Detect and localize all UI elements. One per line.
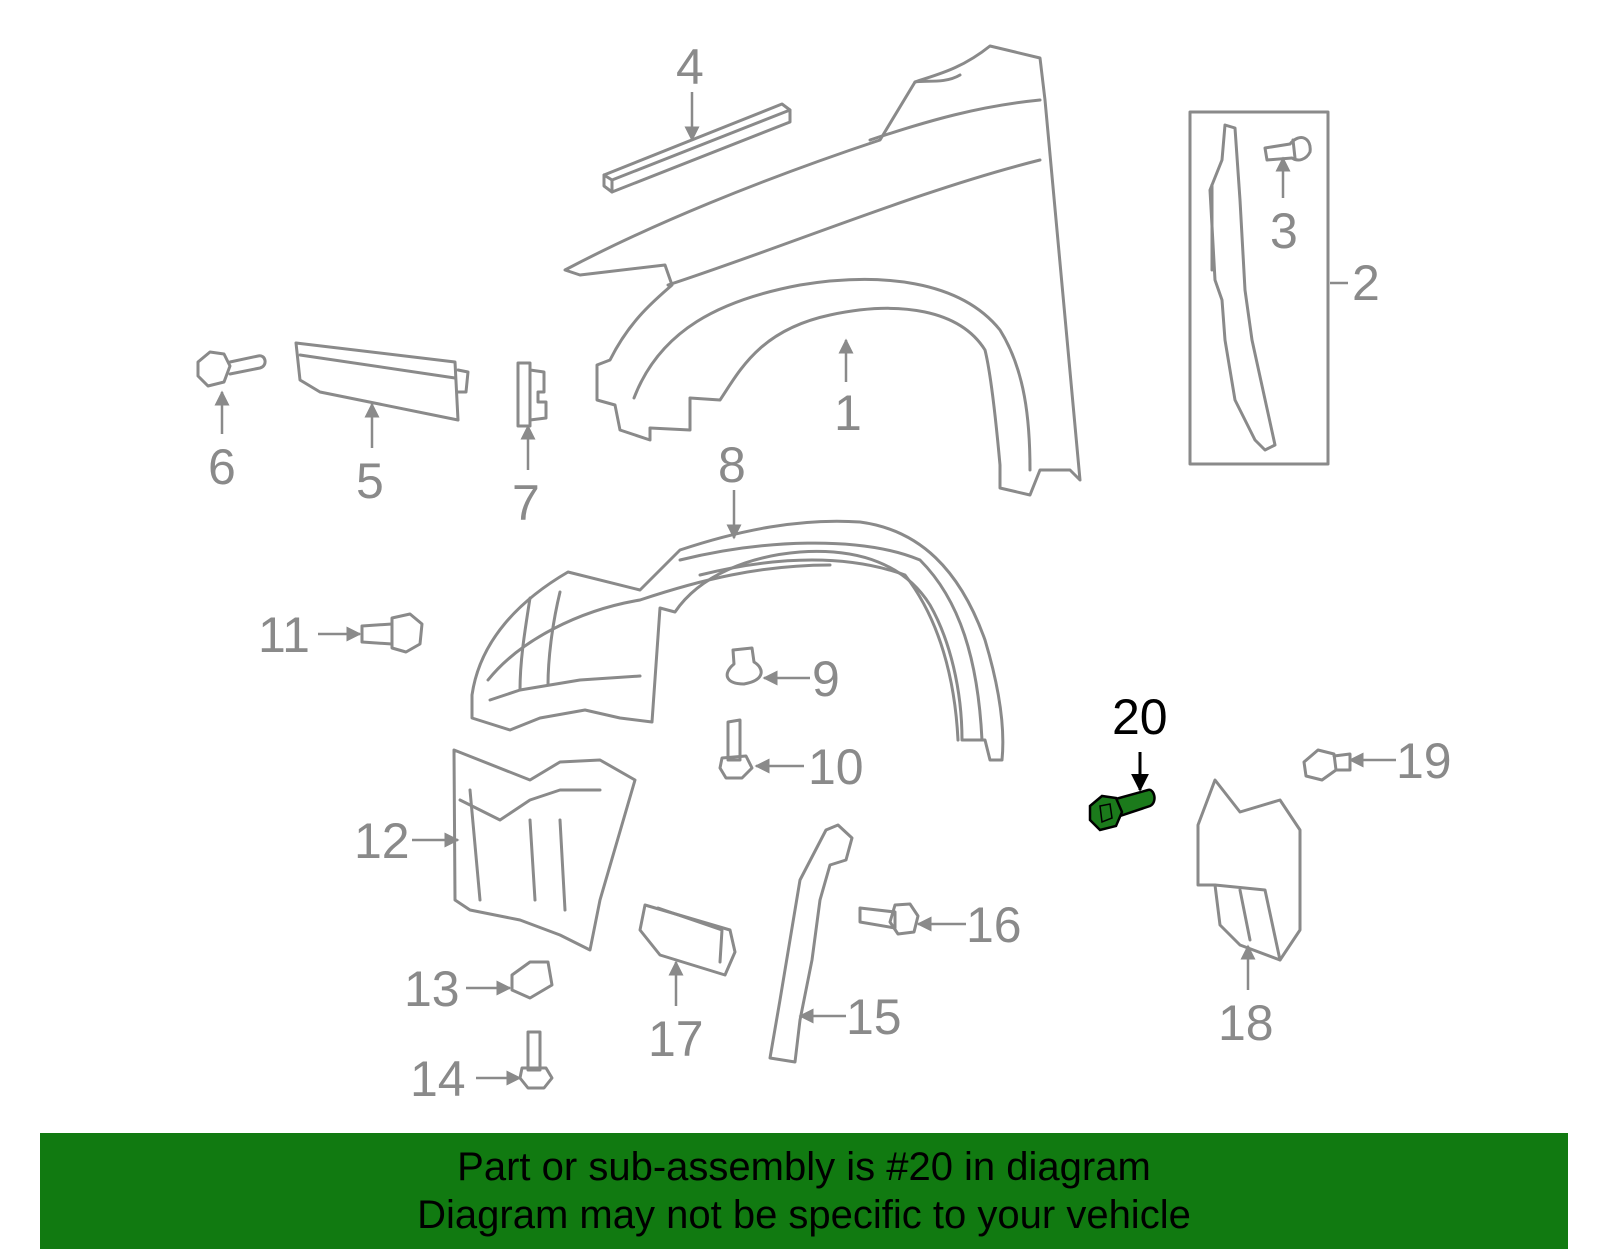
part-6-bolt (196, 350, 267, 388)
callout-17: 17 (648, 1011, 704, 1067)
part-19-screw (1302, 748, 1352, 782)
part-15-seal (768, 823, 854, 1064)
banner-line-disclaimer: Diagram may not be specific to your vehi… (417, 1193, 1191, 1237)
part-20-bolt-highlighted (1088, 788, 1156, 832)
part-12-shield (452, 748, 637, 952)
callout-11: 11 (258, 607, 310, 663)
part-16-bolt (858, 902, 920, 936)
callout-20-highlighted: 20 (1112, 689, 1168, 745)
callout-12: 12 (354, 813, 410, 869)
callout-14: 14 (410, 1051, 466, 1107)
part-17-pad (638, 903, 737, 977)
parts-diagram: 1 2 3 4 5 6 7 8 9 10 11 12 13 14 15 16 1… (196, 39, 1452, 1107)
callout-18: 18 (1218, 995, 1274, 1051)
callout-7: 7 (512, 475, 540, 531)
info-banner: Part or sub-assembly is #20 in diagram D… (40, 1133, 1568, 1249)
part-13-clip (510, 960, 554, 1000)
part-4-molding (602, 102, 792, 194)
callout-5: 5 (356, 453, 384, 509)
banner-line-part-number: Part or sub-assembly is #20 in diagram (457, 1145, 1151, 1189)
leader-arrows (214, 92, 1396, 1086)
part-7-clip (516, 361, 548, 428)
callout-9: 9 (812, 651, 840, 707)
callout-13: 13 (404, 961, 460, 1017)
part-5-bracket (294, 341, 470, 422)
part-11-bolt (360, 612, 424, 654)
callout-10: 10 (808, 739, 864, 795)
callout-6: 6 (208, 439, 236, 495)
part-9-nut (725, 646, 763, 686)
callout-3: 3 (1270, 203, 1298, 259)
callout-16: 16 (966, 897, 1022, 953)
callout-4: 4 (676, 39, 704, 95)
callout-15: 15 (846, 989, 902, 1045)
part-14-bolt (518, 1030, 554, 1090)
callout-1: 1 (834, 385, 862, 441)
callout-2: 2 (1352, 255, 1380, 311)
callout-labels: 1 2 3 4 5 6 7 8 9 10 11 12 13 14 15 16 1… (208, 39, 1452, 1107)
callout-8: 8 (718, 437, 746, 493)
callout-19: 19 (1396, 733, 1452, 789)
part-1-fender (563, 44, 1082, 497)
part-10-bolt (718, 718, 754, 780)
part-3-clip (1263, 136, 1312, 162)
part-8-liner (470, 519, 1005, 762)
part-2-assembly-box (1188, 110, 1330, 466)
part-18-mudflap (1196, 778, 1302, 962)
